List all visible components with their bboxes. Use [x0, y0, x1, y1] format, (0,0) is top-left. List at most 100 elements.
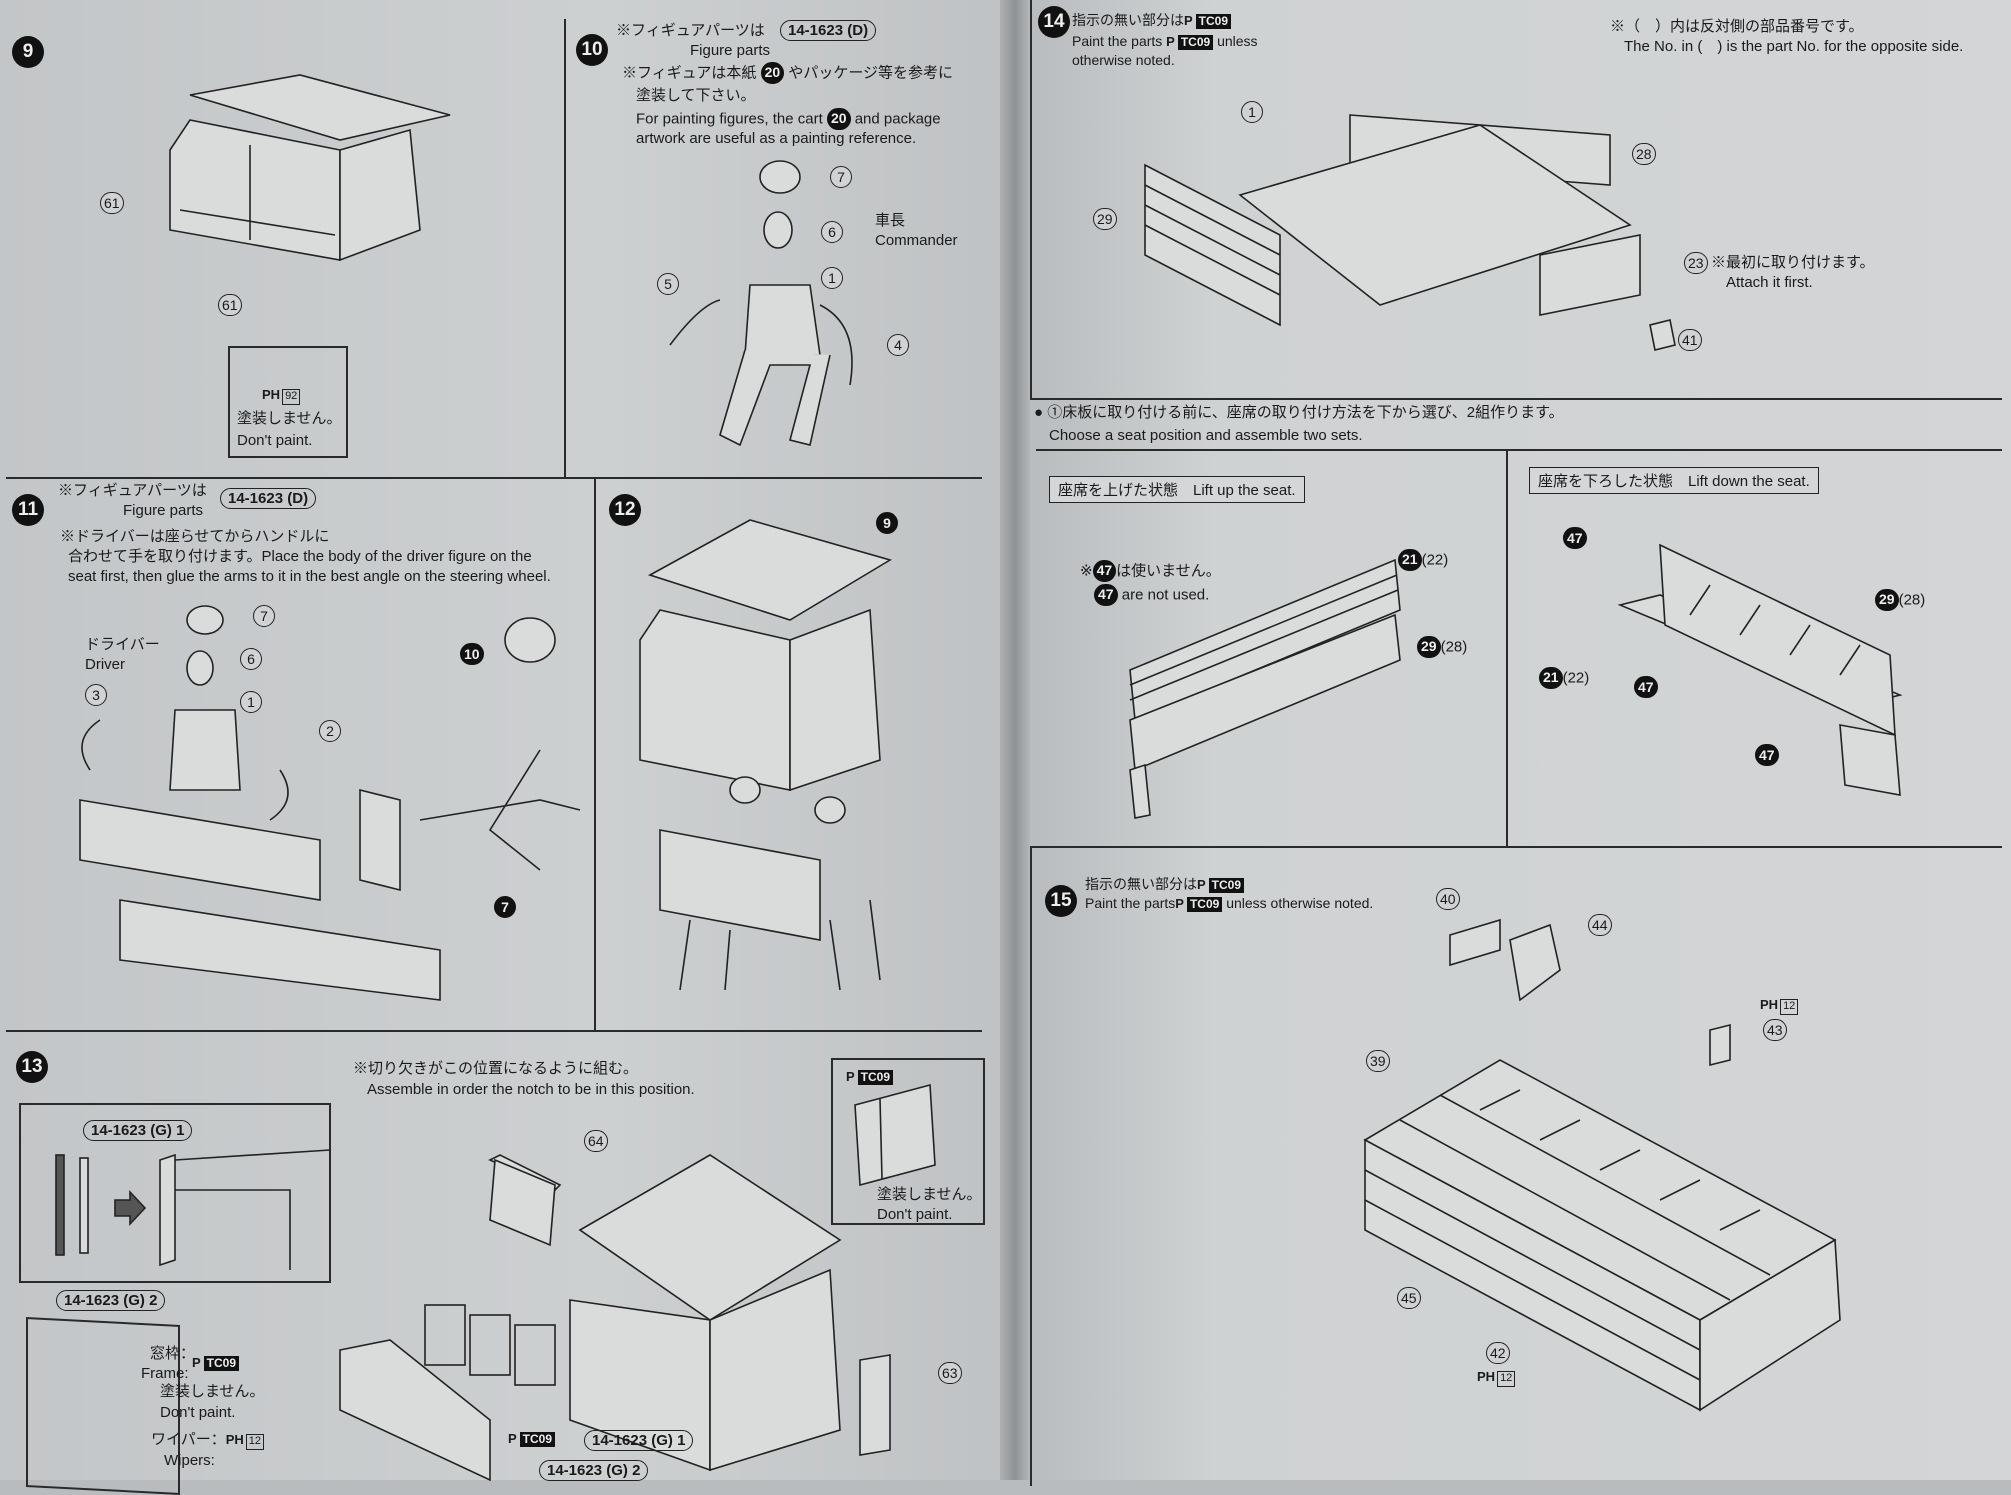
callout-41: 41 [1678, 329, 1702, 351]
callout-3: 3 [85, 684, 107, 706]
pillar-inset [19, 1103, 331, 1283]
seat-note-ja: ● ①床板に取り付ける前に、座席の取り付け方法を下から選び、2組作ります。 [1034, 404, 1564, 421]
unused-note-en: 47 are not used. [1094, 584, 1209, 606]
callout-2: 2 [319, 720, 341, 742]
step-14-panel [1030, 0, 2002, 400]
notch-note-en: Assemble in order the notch to be in thi… [367, 1081, 695, 1098]
step-9-number: 9 [12, 36, 44, 68]
callout-47: 47 [1634, 676, 1658, 698]
callout-28: 28 [1632, 143, 1656, 165]
step-9-cab-drawing [169, 74, 451, 262]
callout-4: 4 [887, 334, 909, 356]
callout-1: 1 [821, 267, 843, 289]
header-ja: ※フィギュアパーツは [616, 22, 765, 39]
callout-7: 7 [253, 605, 275, 627]
callout-43: 43 [1763, 1019, 1787, 1041]
dont-paint-inset [228, 346, 348, 458]
callout-1: 1 [240, 691, 262, 713]
callout-47: 47 [1755, 744, 1779, 766]
step-13-number: 13 [16, 1051, 48, 1083]
note-ja: 塗装しません。 [237, 410, 342, 427]
callout-61: 61 [218, 294, 242, 316]
lift-up-panel [1036, 449, 1508, 847]
commander-figure-drawing [669, 160, 853, 447]
note-en: Don't paint. [237, 432, 313, 449]
attach-first-ja: ※最初に取り付けます。 [1711, 254, 1875, 271]
part-code-g2: 14-1623 (G) 2 [539, 1460, 649, 1481]
note-en-1: For painting figures, the cart 20 and pa… [636, 108, 941, 130]
driver-seat-drawing [79, 605, 581, 1001]
lift-up-seat-drawing [1129, 558, 1401, 819]
door-window-drawing [854, 1083, 936, 1187]
callout-5: 5 [657, 273, 679, 295]
callout-64: 64 [584, 1130, 608, 1152]
step-10-number: 10 [576, 34, 608, 66]
down-callout-29-28: 29(28) [1875, 589, 1925, 611]
role-en: Commander [875, 232, 958, 249]
step-13-panel [6, 1030, 982, 1490]
role-en: Driver [85, 656, 125, 673]
role-ja: ドライバー [85, 636, 160, 653]
nopaint-en: Don't paint. [877, 1206, 953, 1223]
down-callout-21-22: 21(22) [1539, 667, 1589, 689]
door-window-inset [831, 1058, 985, 1225]
opposite-note-en: The No. in ( ) is the part No. for the o… [1624, 38, 1964, 55]
callout-10: 10 [460, 643, 484, 665]
nopaint-ja: 塗装しません。 [160, 1383, 265, 1400]
notch-note-ja: ※切り欠きがこの位置になるように組む。 [353, 1060, 639, 1077]
callout-29: 29 [1093, 208, 1117, 230]
callout-45: 45 [1397, 1287, 1421, 1309]
frame-label-ja: 窓枠： [150, 1345, 196, 1362]
step-15-number: 15 [1045, 885, 1077, 917]
step-12-cab-drawing [639, 519, 892, 991]
pillar-drawing [55, 1149, 331, 1270]
lift-up-label: 座席を上げた状態 Lift up the seat. [1049, 476, 1305, 503]
header-en: Figure parts [690, 42, 771, 59]
step-15-panel [1030, 846, 2002, 1486]
frame-label-en: Frame: [141, 1365, 189, 1382]
callout-63: 63 [938, 1362, 962, 1384]
note-1: ※ドライバーは座らせてからハンドルに [60, 528, 330, 545]
callout-47: 47 [1563, 527, 1587, 549]
callout-9: 9 [876, 512, 898, 534]
paint-note-en-2: otherwise noted. [1072, 52, 1175, 68]
callout-39: 39 [1366, 1050, 1390, 1072]
nopaint-ja: 塗装しません。 [877, 1186, 982, 1203]
windshield-inset [26, 1316, 180, 1495]
step-12-number: 12 [609, 494, 641, 526]
attach-first-en: Attach it first. [1726, 274, 1813, 291]
note-en-2: artwork are useful as a painting referen… [636, 130, 917, 147]
up-callout-29-28: 29(28) [1417, 636, 1467, 658]
note-2: 合わせて手を取り付けます。Place the body of the drive… [68, 548, 532, 565]
callout-61: 61 [100, 192, 124, 214]
seat-note-en: Choose a seat position and assemble two … [1049, 427, 1363, 444]
step-9-panel [6, 19, 566, 479]
callout-6: 6 [240, 648, 262, 670]
step-11-number: 11 [12, 494, 44, 526]
callout-44: 44 [1588, 914, 1612, 936]
note-ja-2: 塗装して下さい。 [636, 87, 756, 104]
part-code-g1: 14-1623 (G) 1 [83, 1120, 193, 1141]
nopaint-en: Don't paint. [160, 1404, 236, 1421]
role-ja: 車長 [875, 212, 906, 229]
part-code-badge: 14-1623 (D) [220, 488, 317, 509]
page-gutter [1000, 0, 1030, 1480]
callout-40: 40 [1436, 888, 1460, 910]
header-ja: ※フィギュアパーツは [58, 482, 207, 499]
callout-7: 7 [494, 896, 516, 918]
callout-23: 23 [1684, 252, 1708, 274]
callout-7: 7 [830, 166, 852, 188]
cargo-bed-drawing [1144, 114, 1676, 351]
